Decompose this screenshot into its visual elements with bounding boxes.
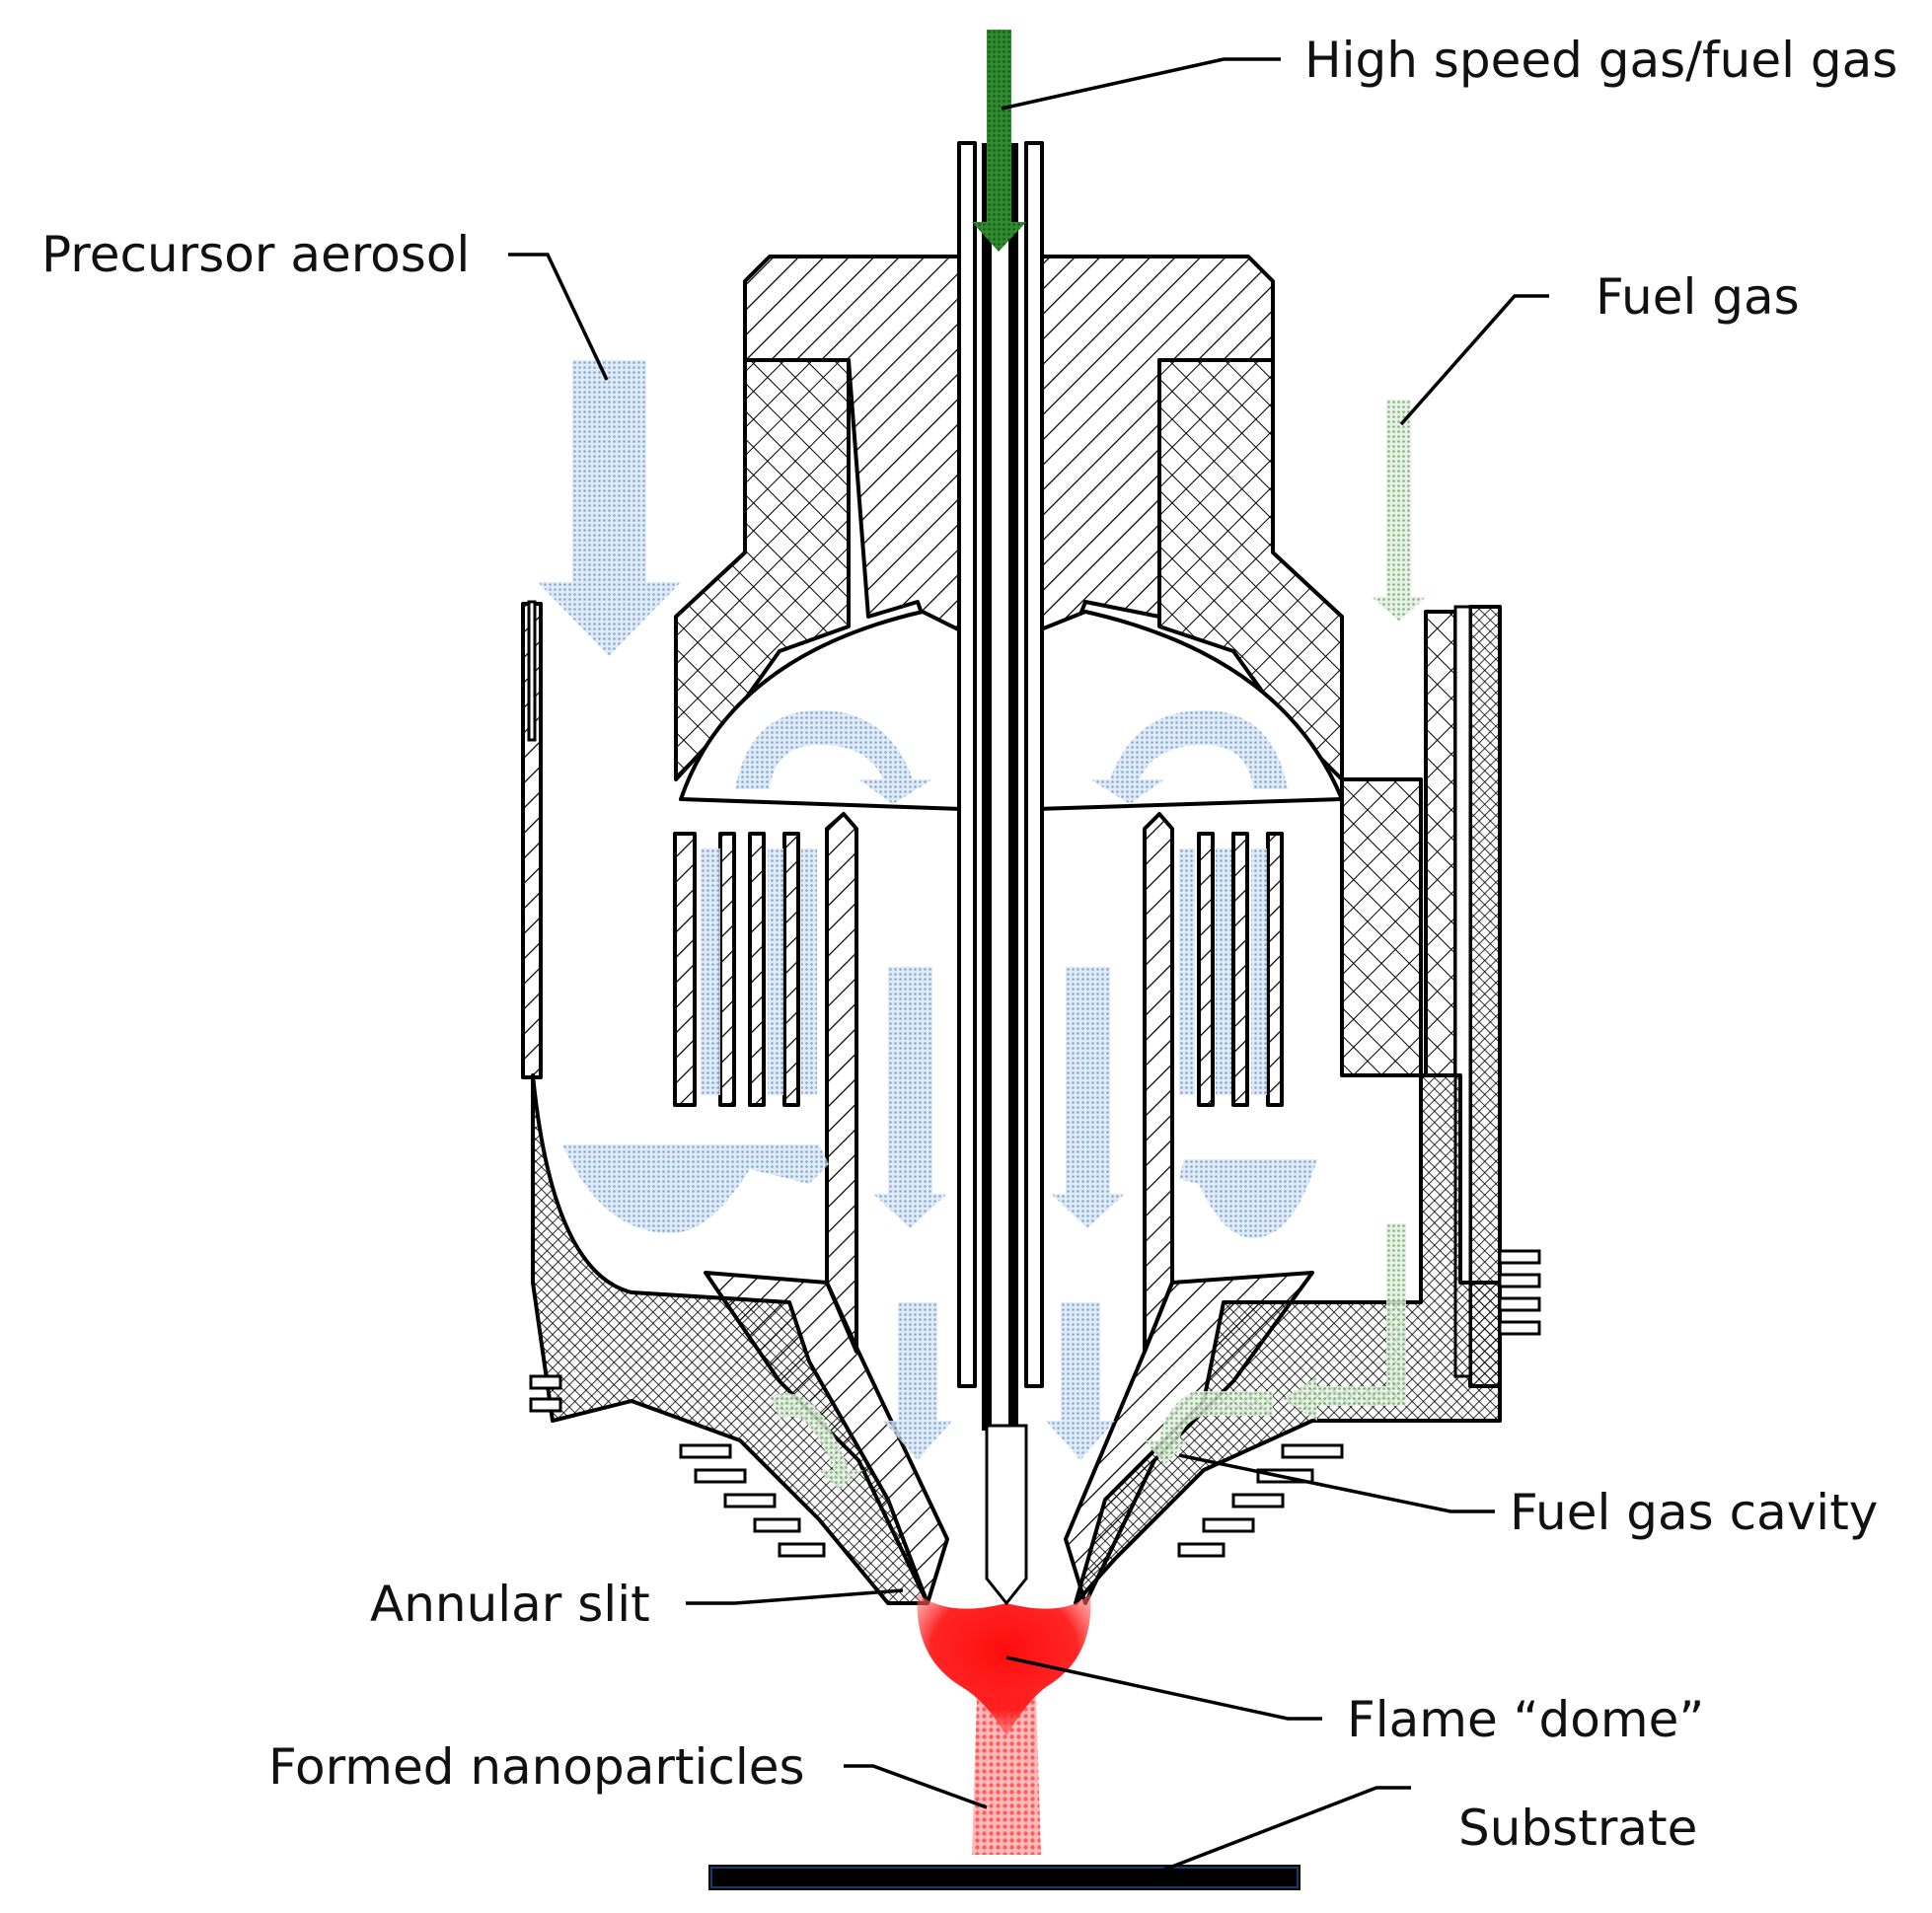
right-side-body — [1340, 777, 1423, 1077]
flow-column-left-3 — [801, 848, 817, 1095]
swirl-arrow-lower-right — [1179, 1159, 1317, 1238]
swirl-arrow-upper-left — [735, 710, 932, 804]
leader-lines — [508, 57, 1549, 1872]
right-side-wall — [1424, 610, 1457, 1077]
lower-body-right — [1074, 1073, 1502, 1605]
flame-dome — [917, 1593, 1091, 1736]
aerosol-inlet-arrow — [538, 360, 681, 656]
nanoparticle-jet — [972, 1697, 1041, 1855]
center-flow-arrow-right — [1051, 967, 1125, 1228]
vane-plates-left — [673, 812, 858, 1354]
cooling-fins-right — [1177, 1249, 1541, 1558]
label-formed-nanoparticles: Formed nanoparticles — [268, 1738, 805, 1796]
leader-formed-nanoparticles — [844, 1764, 988, 1809]
leader-fuel-gas-cavity — [1178, 1453, 1495, 1513]
label-fuel-gas-cavity: Fuel gas cavity — [1510, 1484, 1878, 1541]
flow-column-right-3 — [1251, 848, 1267, 1095]
center-flow-arrow-lower-right — [1046, 1302, 1115, 1460]
flow-column-left-2 — [768, 848, 783, 1095]
fuel-gas-flow-arrows — [770, 400, 1426, 1490]
fuel-gas-inlet-arrow — [1372, 400, 1426, 622]
flow-column-right-2 — [1216, 848, 1231, 1095]
center-flow-arrow-lower-left — [883, 1302, 952, 1460]
central-nozzle-tip — [985, 1424, 1028, 1606]
label-high-speed-gas: High speed gas/fuel gas — [1304, 32, 1897, 89]
leader-fuel-gas — [1399, 294, 1549, 426]
leader-precursor-aerosol — [508, 253, 609, 381]
leader-high-speed-gas — [1001, 57, 1281, 110]
swirl-arrow-lower-left — [562, 1144, 829, 1233]
leader-annular-slit — [686, 1588, 904, 1605]
leader-flame-dome — [1005, 1655, 1322, 1721]
central-tube — [957, 141, 1044, 1431]
fuel-gas-cavity-arrow-right — [1145, 1391, 1273, 1465]
label-flame-dome: Flame “dome” — [1347, 1691, 1704, 1748]
inner-nozzle-right — [1064, 1271, 1314, 1605]
fuel-gas-cavity-arrow-left — [770, 1393, 863, 1490]
right-outer-wall — [1468, 605, 1502, 1388]
flow-column-right-1 — [1179, 848, 1195, 1095]
label-annular-slit: Annular slit — [370, 1576, 650, 1633]
vane-plates-right — [1143, 812, 1284, 1354]
swirl-arrow-upper-right — [1090, 710, 1288, 804]
fuel-gas-channel-arrow — [1283, 1223, 1406, 1421]
label-substrate: Substrate — [1458, 1800, 1697, 1857]
label-precursor-aerosol: Precursor aerosol — [41, 226, 470, 283]
aerosol-flow-arrows — [538, 360, 1317, 1460]
cooling-fins-left — [529, 1374, 826, 1558]
center-flow-arrow-left — [873, 967, 947, 1228]
leader-substrate — [1163, 1786, 1411, 1872]
outer-left-wall — [521, 600, 543, 1079]
flow-column-left-1 — [701, 848, 720, 1095]
label-fuel-gas: Fuel gas — [1596, 268, 1800, 326]
high-speed-gas-arrow — [972, 30, 1026, 252]
